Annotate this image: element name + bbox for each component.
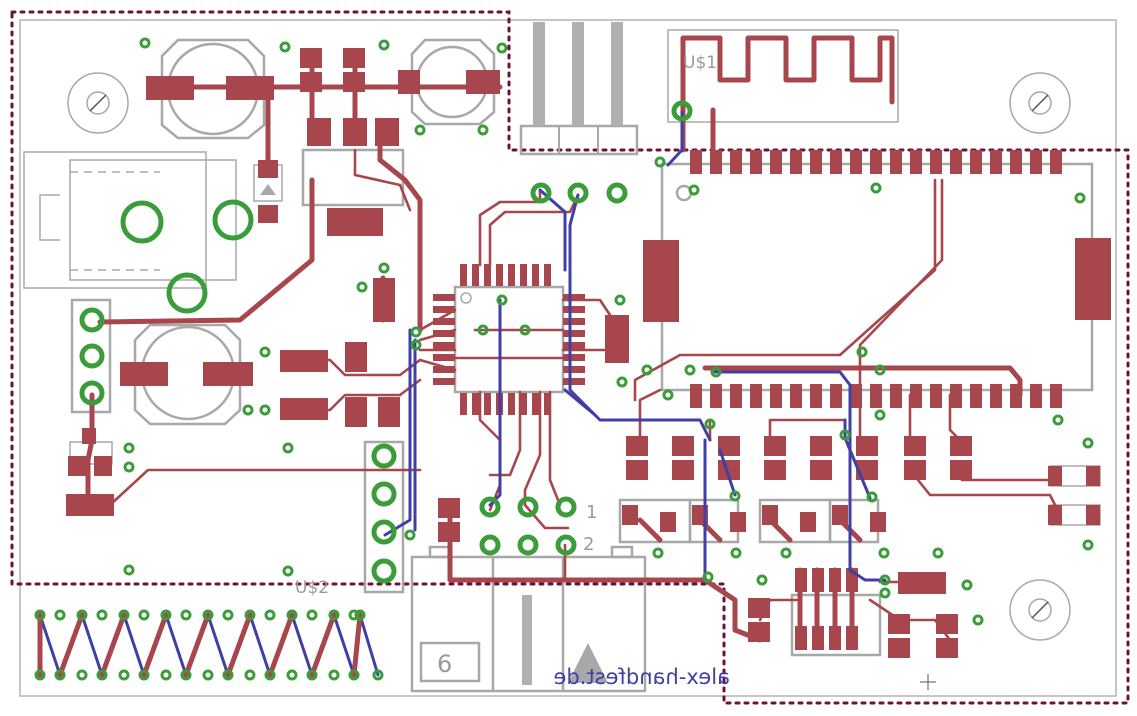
pin-two-label: 2 xyxy=(583,534,594,555)
keepout-regions xyxy=(10,10,1130,705)
vias xyxy=(123,37,1094,626)
mounting-holes xyxy=(67,72,1071,641)
mounting-hole xyxy=(1009,72,1071,134)
pin-one-label: 1 xyxy=(586,502,597,523)
wifi-module-label: U$1 xyxy=(683,53,717,73)
coil-part-label: U$2 xyxy=(295,578,329,598)
connector-number-label: 6 xyxy=(437,650,452,678)
top-copper-pads xyxy=(66,48,1111,658)
through-hole-pads xyxy=(79,100,693,584)
pin-header-pins xyxy=(533,22,623,126)
coil-winding xyxy=(34,609,384,681)
mounting-hole xyxy=(1009,579,1071,641)
mounting-hole xyxy=(67,72,129,134)
board-outline xyxy=(19,19,1117,697)
credit-text: alex-handfest.de xyxy=(554,665,731,689)
